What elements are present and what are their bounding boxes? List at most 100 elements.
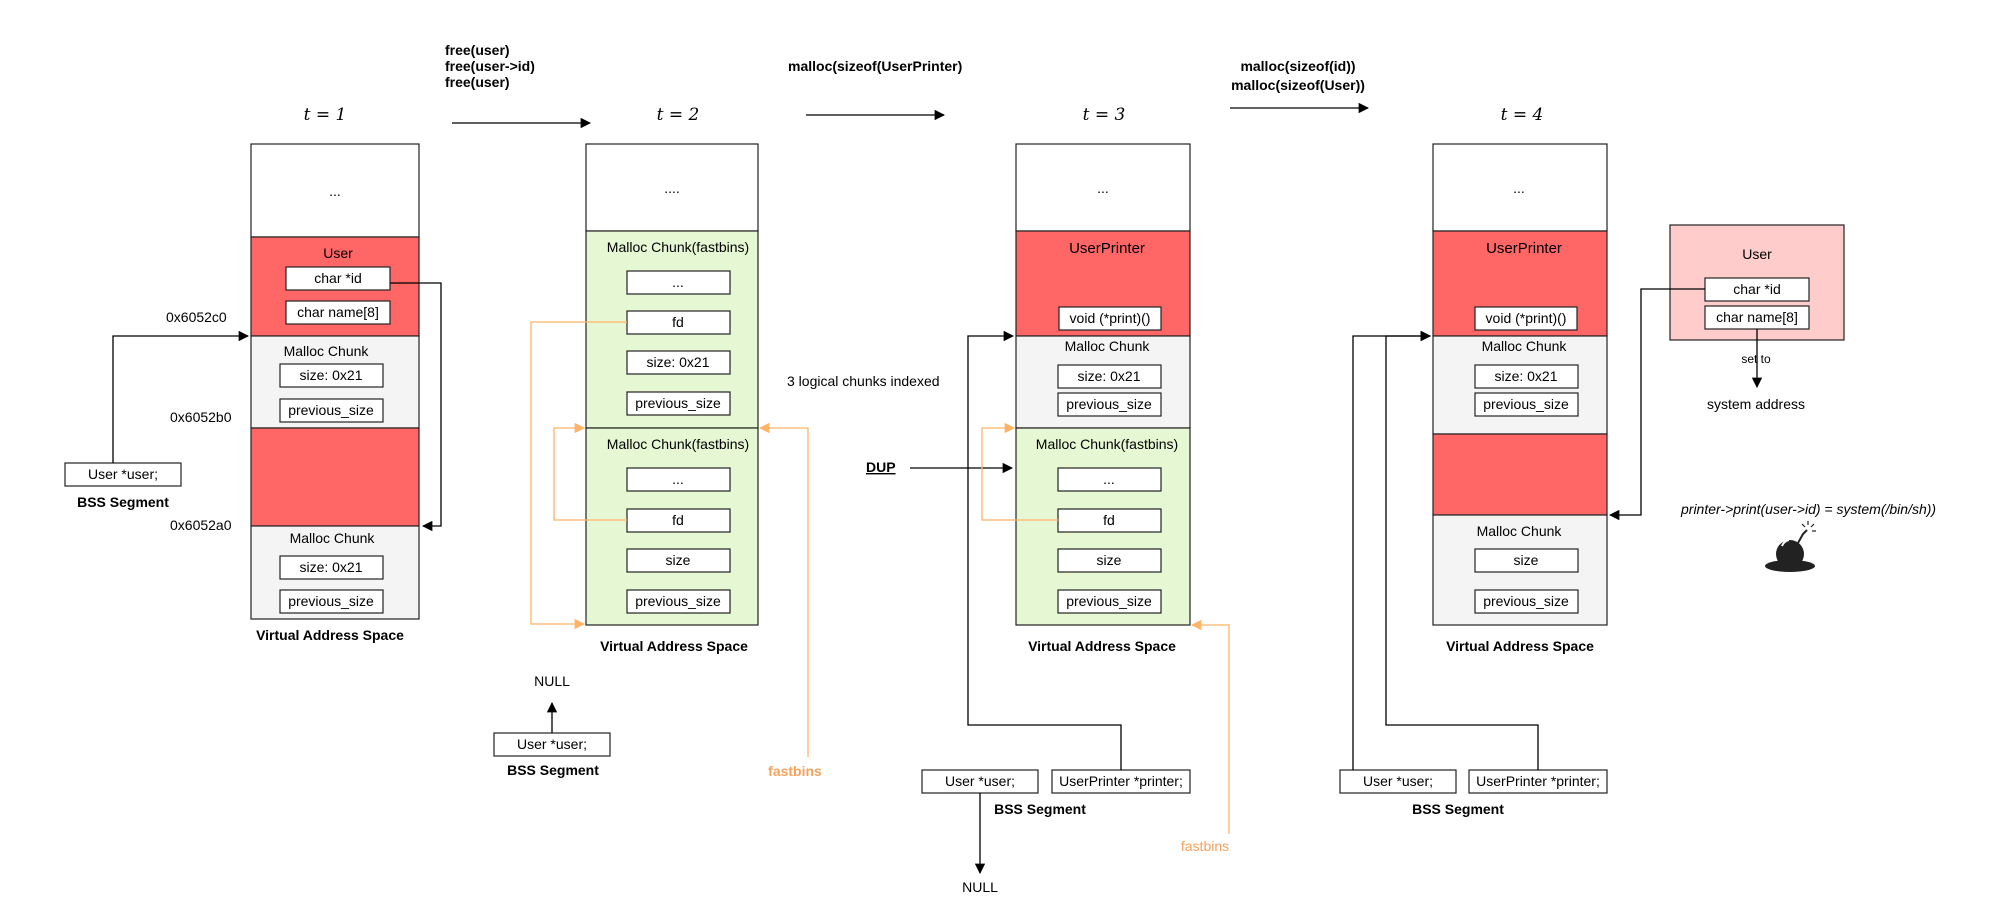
fastbins-head-arrow [758,422,809,757]
field-previous-size [626,589,731,614]
heap-top-block [250,143,420,238]
user-pointer-arrow [1352,330,1432,770]
vas-column-t3: ... UserPrinter void (*print)() Malloc C… [866,143,1230,895]
bss-segment-caption: BSS Segment [507,762,599,778]
system-address-label: system address [1707,396,1805,412]
field-print-function [1474,306,1578,331]
field-size-label: size: 0x21 [1494,368,1557,384]
field-data-label: ... [672,274,684,290]
field-char-id-label: char *id [314,270,361,286]
bss-user-pointer-label: User *user; [1363,773,1433,789]
field-size-label: size [666,552,691,568]
vas-caption: Virtual Address Space [600,638,748,654]
field-previous-size-label: previous_size [1066,593,1152,609]
field-char-id-label: char *id [1733,281,1780,297]
ellipsis-label: .... [664,180,680,196]
bss-user-pointer-label: User *user; [945,773,1015,789]
field-fd-label: fd [672,314,684,330]
field-char-name [285,300,391,325]
fastbin-fd-arrow-upper [530,321,627,630]
vas-caption: Virtual Address Space [1028,638,1176,654]
field-data [626,270,731,295]
dup-label: DUP [866,459,896,475]
field-data [1057,467,1162,492]
field-fd-label: fd [672,512,684,528]
userprinter-title: UserPrinter [1069,240,1145,257]
field-size [279,555,384,580]
field-previous-size [1474,589,1579,614]
field-size [626,548,731,573]
field-size [1057,364,1162,389]
field-size [1057,548,1162,573]
malloc-chunk-title: Malloc Chunk [1477,523,1563,539]
bss-segment-caption: BSS Segment [77,494,169,510]
vas-column-t1: ... User char *id char name[8] Malloc Ch… [64,143,442,643]
ellipsis-label: ... [1513,180,1525,196]
time-label-t4: t = 4 [1501,105,1544,125]
field-print-function [1058,306,1162,331]
field-previous-size [1057,589,1162,614]
fastbins-label: fastbins [768,763,822,779]
exploit-expression: printer->print(user->id) = system(/bin/s… [1680,501,1936,517]
field-previous-size [279,589,384,614]
user-pointer-arrow [112,330,250,463]
null-label: NULL [534,673,570,689]
printer-pointer-arrow [1385,330,1539,770]
field-fd-label: fd [1103,512,1115,528]
field-data-label: ... [1103,471,1115,487]
vas-caption: Virtual Address Space [1446,638,1594,654]
vas-caption: Virtual Address Space [256,627,404,643]
address-0x6052b0: 0x6052b0 [170,409,232,425]
op-free-3: free(user) [445,74,510,90]
field-previous-size [1057,392,1162,417]
userprinter-title: UserPrinter [1486,240,1562,257]
field-char-name-label: char name[8] [297,304,379,320]
bss-printer-pointer-label: UserPrinter *printer; [1476,773,1600,789]
field-char-id [285,266,391,291]
field-size [1474,364,1579,389]
ellipsis-label: ... [1097,180,1109,196]
field-char-name-label: char name[8] [1716,309,1798,325]
malloc-chunk-title: Malloc Chunk [290,530,376,546]
op-malloc-id: malloc(sizeof(id)) [1240,58,1355,74]
logical-chunks-note: 3 logical chunks indexed [787,373,940,389]
field-size-label: size: 0x21 [646,354,709,370]
user-struct-title: User [323,245,353,261]
bss-user-pointer-label: User *user; [88,466,158,482]
printer-pointer-arrow [967,330,1122,770]
field-size-label: size [1097,552,1122,568]
id-buffer-block [250,427,420,527]
fastbin-chunk-title: Malloc Chunk(fastbins) [607,239,749,255]
fastbin-chunk-title: Malloc Chunk(fastbins) [1036,436,1178,452]
vas-column-t4: ... UserPrinter void (*print)() Malloc C… [1339,143,1936,817]
fake-user-title: User [1742,246,1772,262]
ellipsis-label: ... [329,183,341,199]
fastbins-label: fastbins [1181,838,1229,854]
fastbins-head-arrow [1190,619,1230,834]
address-0x6052c0: 0x6052c0 [166,309,227,325]
user-struct-block [1432,433,1608,516]
field-print-function-label: void (*print)() [1070,310,1151,326]
time-label-t3: t = 3 [1083,105,1126,125]
op-free-2: free(user->id) [445,58,535,74]
field-size [626,350,731,375]
field-data-label: ... [672,471,684,487]
field-data [626,467,731,492]
field-previous-size [626,391,731,416]
bss-user-pointer [1339,769,1457,794]
field-size-label: size: 0x21 [1077,368,1140,384]
set-to-label: set to [1741,352,1771,366]
time-label-t1: t = 1 [304,105,347,125]
malloc-chunk-title: Malloc Chunk [1065,338,1151,354]
time-label-t2: t = 2 [657,105,700,125]
malloc-chunk-title: Malloc Chunk [284,343,370,359]
heap-top-block [1015,143,1191,232]
fake-id-pointer-arrow [1608,288,1705,521]
field-print-function-label: void (*print)() [1486,310,1567,326]
fastbin-fd-self-arrow [981,422,1058,521]
fastbin-chunk-title: Malloc Chunk(fastbins) [607,436,749,452]
field-previous-size-label: previous_size [1066,396,1152,412]
bss-segment-caption: BSS Segment [994,801,1086,817]
field-previous-size-label: previous_size [288,593,374,609]
